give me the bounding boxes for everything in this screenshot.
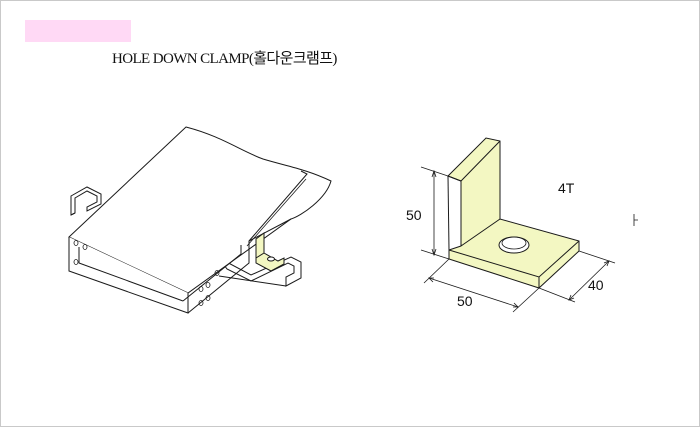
l-bracket-drawing bbox=[420, 137, 638, 313]
height-dimension bbox=[420, 166, 450, 260]
tray-cover bbox=[68, 126, 332, 294]
depth-dimension-label: 40 bbox=[588, 277, 604, 293]
length-dimension-label: 50 bbox=[457, 293, 473, 309]
bracket-bolt-hole bbox=[498, 236, 530, 254]
tray-end-holes bbox=[73, 240, 220, 306]
thickness-label: 4T bbox=[558, 180, 575, 196]
length-dimension bbox=[423, 258, 540, 313]
edge-tick-mark bbox=[633, 214, 638, 226]
support-rail-left bbox=[70, 186, 102, 216]
height-dimension-label: 50 bbox=[406, 207, 422, 223]
clamp-on-tray bbox=[255, 232, 285, 272]
cable-tray-illustration bbox=[68, 126, 332, 314]
depth-dimension bbox=[538, 250, 616, 303]
page-title: HOLE DOWN CLAMP(홀다운크램프) bbox=[112, 51, 337, 67]
category-tag bbox=[25, 20, 131, 42]
